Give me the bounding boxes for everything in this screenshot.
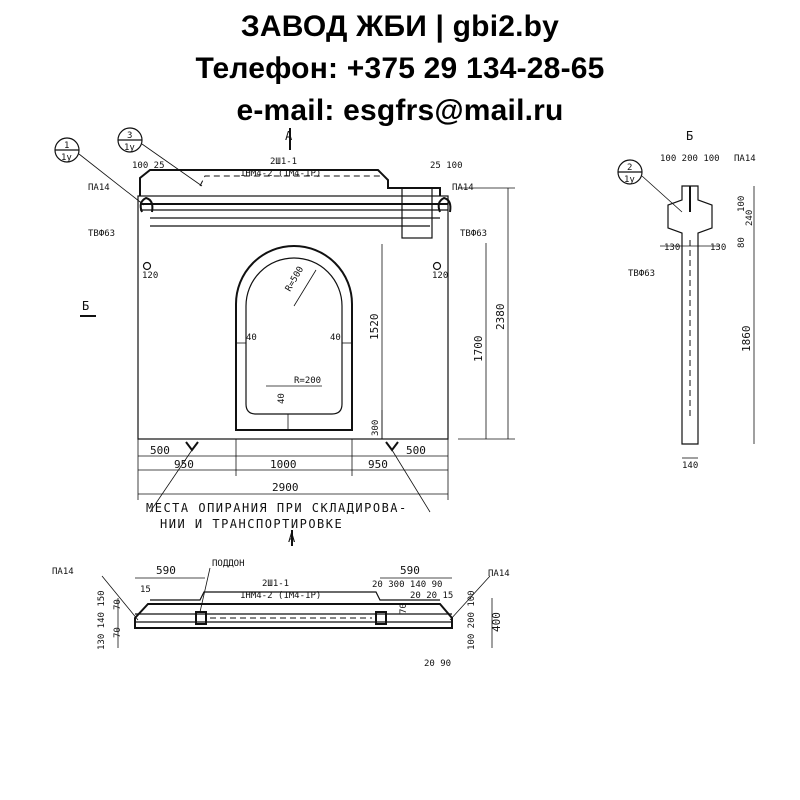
support-marker-left bbox=[185, 441, 199, 452]
section-b-dim-130-right: 130 bbox=[710, 243, 726, 253]
dim-1520: 1520 bbox=[368, 314, 381, 341]
leader-note-left bbox=[149, 449, 193, 513]
dim-120-left: 120 bbox=[142, 271, 158, 281]
callout-2-bottom: 1у bbox=[624, 175, 635, 185]
hole-left bbox=[142, 261, 152, 271]
note-line-2: НИИ И ТРАНСПОРТИРОВКЕ bbox=[160, 517, 343, 531]
plan-mesh-label-2: 1НМ4-2 (1М4-1Р) bbox=[240, 591, 321, 601]
callout-1-bottom: 1у bbox=[61, 153, 72, 163]
radius-line-top bbox=[293, 269, 317, 307]
dim-1700: 1700 bbox=[472, 336, 485, 363]
dim-top-left: 100 25 bbox=[132, 161, 165, 171]
dim-500-left: 500 bbox=[150, 444, 170, 457]
note-line-1: МЕСТА ОПИРАНИЯ ПРИ СКЛАДИРОВА- bbox=[146, 501, 408, 515]
beam-end-block bbox=[401, 187, 433, 239]
callout-3-bottom: 1у bbox=[124, 143, 135, 153]
plan-dim-15: 15 bbox=[140, 585, 151, 595]
callout-1-leader bbox=[78, 153, 145, 206]
dim-top-right: 25 100 bbox=[430, 161, 463, 171]
door-opening-inner bbox=[245, 257, 343, 415]
pallet-leader bbox=[199, 567, 211, 613]
section-b-outline bbox=[667, 185, 713, 445]
callout-1-top: 1 bbox=[64, 141, 69, 151]
section-b-dim-1860: 1860 bbox=[740, 326, 753, 353]
section-b-dim-130-left: 130 bbox=[664, 243, 680, 253]
section-b-dim-top: 100 200 100 bbox=[660, 154, 720, 164]
section-b-title: Б bbox=[686, 129, 693, 143]
section-b-view: Б 2 1у 100 200 100 ПА14 240 80 100 130 1… bbox=[617, 129, 756, 471]
pallet-left bbox=[195, 611, 207, 625]
radius-bottom-label: R=200 bbox=[294, 376, 321, 386]
plan-mesh-label-1: 2Ш1-1 bbox=[262, 579, 289, 589]
dim-950-right: 950 bbox=[368, 458, 388, 471]
dim-2380: 2380 bbox=[494, 304, 507, 331]
header-phone: Телефон: +375 29 134-28-65 bbox=[195, 52, 605, 85]
header-company: ЗАВОД ЖБИ | gbi2.by bbox=[240, 10, 560, 43]
loop-left-label: ПА14 bbox=[88, 183, 110, 193]
panel-outline bbox=[137, 195, 449, 440]
plan-dim-400-label: 400 bbox=[490, 612, 503, 632]
dim-40-right: 40 bbox=[330, 333, 341, 343]
plan-top-cap bbox=[150, 591, 440, 601]
plan-dim-left-stack-label: 130 140 150 bbox=[97, 590, 107, 650]
dim-40-left: 40 bbox=[246, 333, 257, 343]
loop-right-label: ПА14 bbox=[452, 183, 474, 193]
plan-dim-70-b: 70 bbox=[113, 627, 123, 638]
mesh-label-2: 1НМ4-2 (1М4-1Р) bbox=[240, 169, 321, 179]
hole-right bbox=[432, 261, 442, 271]
plan-loop-left: ПА14 bbox=[52, 567, 74, 577]
plan-dim-right-stack: 100 200 100 bbox=[467, 590, 477, 650]
plan-dim-20-20-15: 20 20 15 bbox=[410, 591, 453, 601]
section-b-loop-label: ПА14 bbox=[734, 154, 756, 164]
support-marker-right bbox=[385, 441, 399, 452]
callout-2-top: 2 bbox=[627, 163, 632, 173]
dim-950-left: 950 bbox=[174, 458, 194, 471]
section-b-dim-80: 80 bbox=[737, 237, 747, 248]
dim-500-right: 500 bbox=[406, 444, 426, 457]
plan-loop-left-leader bbox=[101, 575, 139, 621]
plan-dim-590-right-label: 590 bbox=[400, 564, 420, 577]
plan-title: А bbox=[288, 531, 296, 545]
callout-3-leader bbox=[141, 143, 203, 187]
section-b-label: Б bbox=[82, 299, 89, 313]
plan-dim-70-c: 70 bbox=[399, 603, 409, 614]
plan-view: А ПА14 ПА14 590 590 ПОДДОН 2Ш1-1 1НМ4-2 … bbox=[52, 531, 510, 669]
plan-loop-right-leader bbox=[449, 575, 491, 621]
dim-120-right: 120 bbox=[432, 271, 448, 281]
section-a-label: А bbox=[285, 129, 293, 143]
dim-2900: 2900 bbox=[272, 481, 299, 494]
rebar-dashed-top bbox=[199, 175, 380, 187]
hole-left-label: ТВФ63 bbox=[88, 229, 115, 239]
lifting-loop-right bbox=[437, 196, 452, 213]
plan-dim-590-left-label: 590 bbox=[156, 564, 176, 577]
callout-2-leader bbox=[641, 175, 683, 213]
dim-300: 300 bbox=[371, 420, 381, 436]
mesh-label-1: 2Ш1-1 bbox=[270, 157, 297, 167]
plan-dim-20-90: 20 90 bbox=[424, 659, 451, 669]
section-b-dim-140-label: 140 bbox=[682, 461, 698, 471]
plan-loop-right: ПА14 bbox=[488, 569, 510, 579]
door-opening-outer bbox=[235, 245, 353, 431]
dim-40-bottom: 40 bbox=[277, 393, 287, 404]
callout-3-top: 3 bbox=[127, 131, 132, 141]
radius-top-label: R=500 bbox=[284, 265, 306, 293]
header-email: e-mail: esgfrs@mail.ru bbox=[236, 94, 564, 127]
leader-note-right bbox=[391, 449, 431, 513]
dim-1000: 1000 bbox=[270, 458, 297, 471]
section-b-dim-100: 100 bbox=[737, 196, 747, 212]
pallet-right bbox=[375, 611, 387, 625]
lifting-loop-left bbox=[139, 196, 154, 213]
front-view: А Б 1 1у 3 1у 100 25 25 100 2Ш1-1 1НМ4-2… bbox=[54, 127, 515, 546]
section-b-hole: ТВФ63 bbox=[628, 269, 655, 279]
pallet-label: ПОДДОН bbox=[212, 559, 245, 569]
plan-dim-20-300: 20 300 140 90 bbox=[372, 580, 442, 590]
plan-dim-70-a: 70 bbox=[113, 599, 123, 610]
plan-outline bbox=[134, 603, 453, 629]
section-b-dim-240: 240 bbox=[745, 210, 755, 226]
hole-right-label: ТВФ63 bbox=[460, 229, 487, 239]
